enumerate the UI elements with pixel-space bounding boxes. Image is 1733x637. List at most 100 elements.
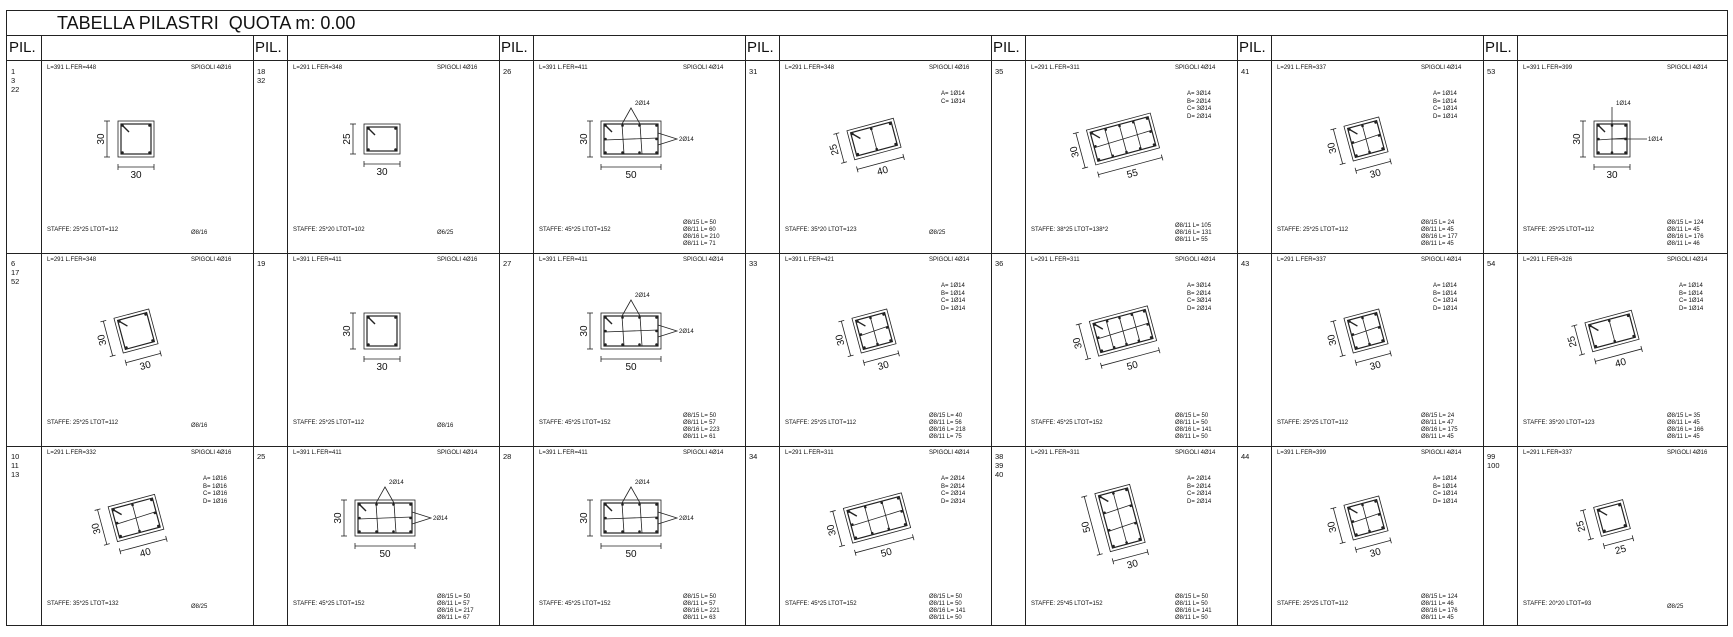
rebar-dot (621, 530, 624, 533)
hook-mark (1598, 125, 1606, 133)
tie-line (870, 127, 878, 151)
stirrup-spacing-list: Ø8/25 (929, 230, 945, 237)
pillar-number: 18 (257, 67, 266, 76)
rebar-dot (1361, 316, 1364, 320)
group-divider (745, 36, 746, 625)
stirrup (111, 497, 161, 539)
hook-mark (359, 504, 367, 512)
rebar-dot (638, 151, 641, 154)
stirrup-spacing-item: Ø8/11 L= 45 (1421, 614, 1454, 621)
hook-mark (122, 125, 130, 133)
leader-line (657, 324, 679, 338)
stirrup-spacing-item: Ø8/11 L= 57 (683, 419, 716, 426)
dimension-line-vertical (1332, 129, 1344, 164)
length-label: L=391 L.FER=411 (539, 450, 588, 456)
pillar-numbers: 33 (749, 259, 757, 268)
pillar-number: 17 (11, 268, 20, 277)
stirrups-label: STAFFE: 25*25 LTOT=112 (1277, 601, 1349, 607)
rebar-dot (392, 503, 395, 506)
rebar-dot (638, 530, 641, 533)
dimension-line-vertical (835, 133, 845, 163)
rebar-dot (1104, 128, 1108, 131)
leader-line (375, 486, 395, 504)
tie-line (357, 516, 413, 520)
rebar-dot (882, 313, 885, 316)
side-bar-item: B= 1Ø14 (1679, 290, 1703, 297)
pillar-number: 100 (1487, 461, 1500, 470)
dimension-tick (1631, 535, 1635, 542)
rebar-dot (1152, 143, 1156, 146)
stirrup-spacing-item: Ø8/15 L= 50 (929, 593, 963, 600)
rebar-dot (394, 316, 397, 319)
side-bar-item: B= 2Ø14 (941, 483, 965, 490)
stirrup-spacing-item: Ø8/11 L= 45 (1421, 240, 1454, 247)
column-divider (779, 36, 780, 625)
rebar-dot (1134, 521, 1137, 525)
pillar-numbers: 34 (749, 452, 757, 461)
rebar-dot (1361, 124, 1364, 128)
dimension-label-vertical: 30 (1572, 133, 1583, 145)
tie-line (1133, 120, 1142, 150)
tie-line (1103, 504, 1133, 515)
side-bar-item: B= 1Ø14 (941, 290, 965, 297)
section-outline (600, 499, 662, 537)
dimension-line-vertical (1332, 508, 1344, 543)
dimension-label-vertical: 30 (96, 333, 110, 347)
dimension-label-horizontal: 30 (376, 362, 388, 373)
hook-mark (113, 509, 122, 516)
pillar-number: 11 (11, 461, 19, 470)
corner-bars-label: SPIGOLI 4Ø14 (1667, 257, 1708, 263)
rebar-dot (119, 534, 122, 538)
length-label: L=291 L.FER=337 (1277, 257, 1327, 263)
pillar-number: 54 (1487, 259, 1496, 268)
stirrup-spacing-item: Ø8/16 L= 176 (1667, 233, 1704, 240)
dimension-label-horizontal: 50 (1126, 359, 1140, 373)
rebar-dot (655, 124, 658, 127)
stirrup-spacing-item: Ø8/16 L= 141 (929, 607, 966, 614)
rebar-dot (1130, 313, 1134, 316)
tie-line (603, 137, 659, 141)
stirrup-spacing-item: Ø8/15 L= 50 (437, 593, 471, 600)
rebar-dot (1618, 503, 1621, 507)
hook-mark (1590, 325, 1599, 332)
side-bar-item: B= 1Ø14 (1433, 483, 1457, 490)
rebar-dot (375, 503, 378, 506)
length-label: L=391 L.FER=448 (47, 65, 97, 71)
pillar-numbers: 28 (503, 452, 511, 461)
rebar-dot (1112, 346, 1116, 349)
dimension-label-horizontal: 30 (1369, 359, 1383, 373)
section-outline (1343, 308, 1389, 354)
dimension-line-horizontal (119, 538, 167, 552)
pillar-number: 6 (11, 259, 16, 268)
stirrup-spacing-item: Ø8/11 L= 57 (437, 600, 470, 607)
dimension-label-horizontal: 40 (1614, 356, 1628, 370)
stirrup (603, 315, 659, 347)
side-bar-item: D= 2Ø14 (1187, 305, 1212, 312)
dimension-line-horizontal (855, 536, 914, 554)
side-bar-item: B= 2Ø14 (1187, 290, 1211, 297)
rebar-dot (604, 343, 607, 346)
dimension-line-vertical (1083, 496, 1101, 555)
dimension-label-horizontal: 50 (880, 546, 894, 560)
stirrup (1346, 119, 1386, 159)
rebar-dot (888, 122, 892, 126)
rebar-dot (394, 127, 397, 130)
rebar-dot (1125, 541, 1128, 544)
dimension-label-vertical: 25 (342, 133, 353, 145)
stirrup-spacing-item: Ø8/15 L= 50 (1175, 593, 1209, 600)
hook-mark (1095, 324, 1104, 330)
dimension-line-horizontal (1355, 161, 1391, 172)
pil-header: PIL. (9, 39, 36, 56)
stirrup-spacing-item: Ø8/11 L= 61 (683, 433, 716, 440)
dimension-label-vertical: 25 (1566, 334, 1580, 348)
